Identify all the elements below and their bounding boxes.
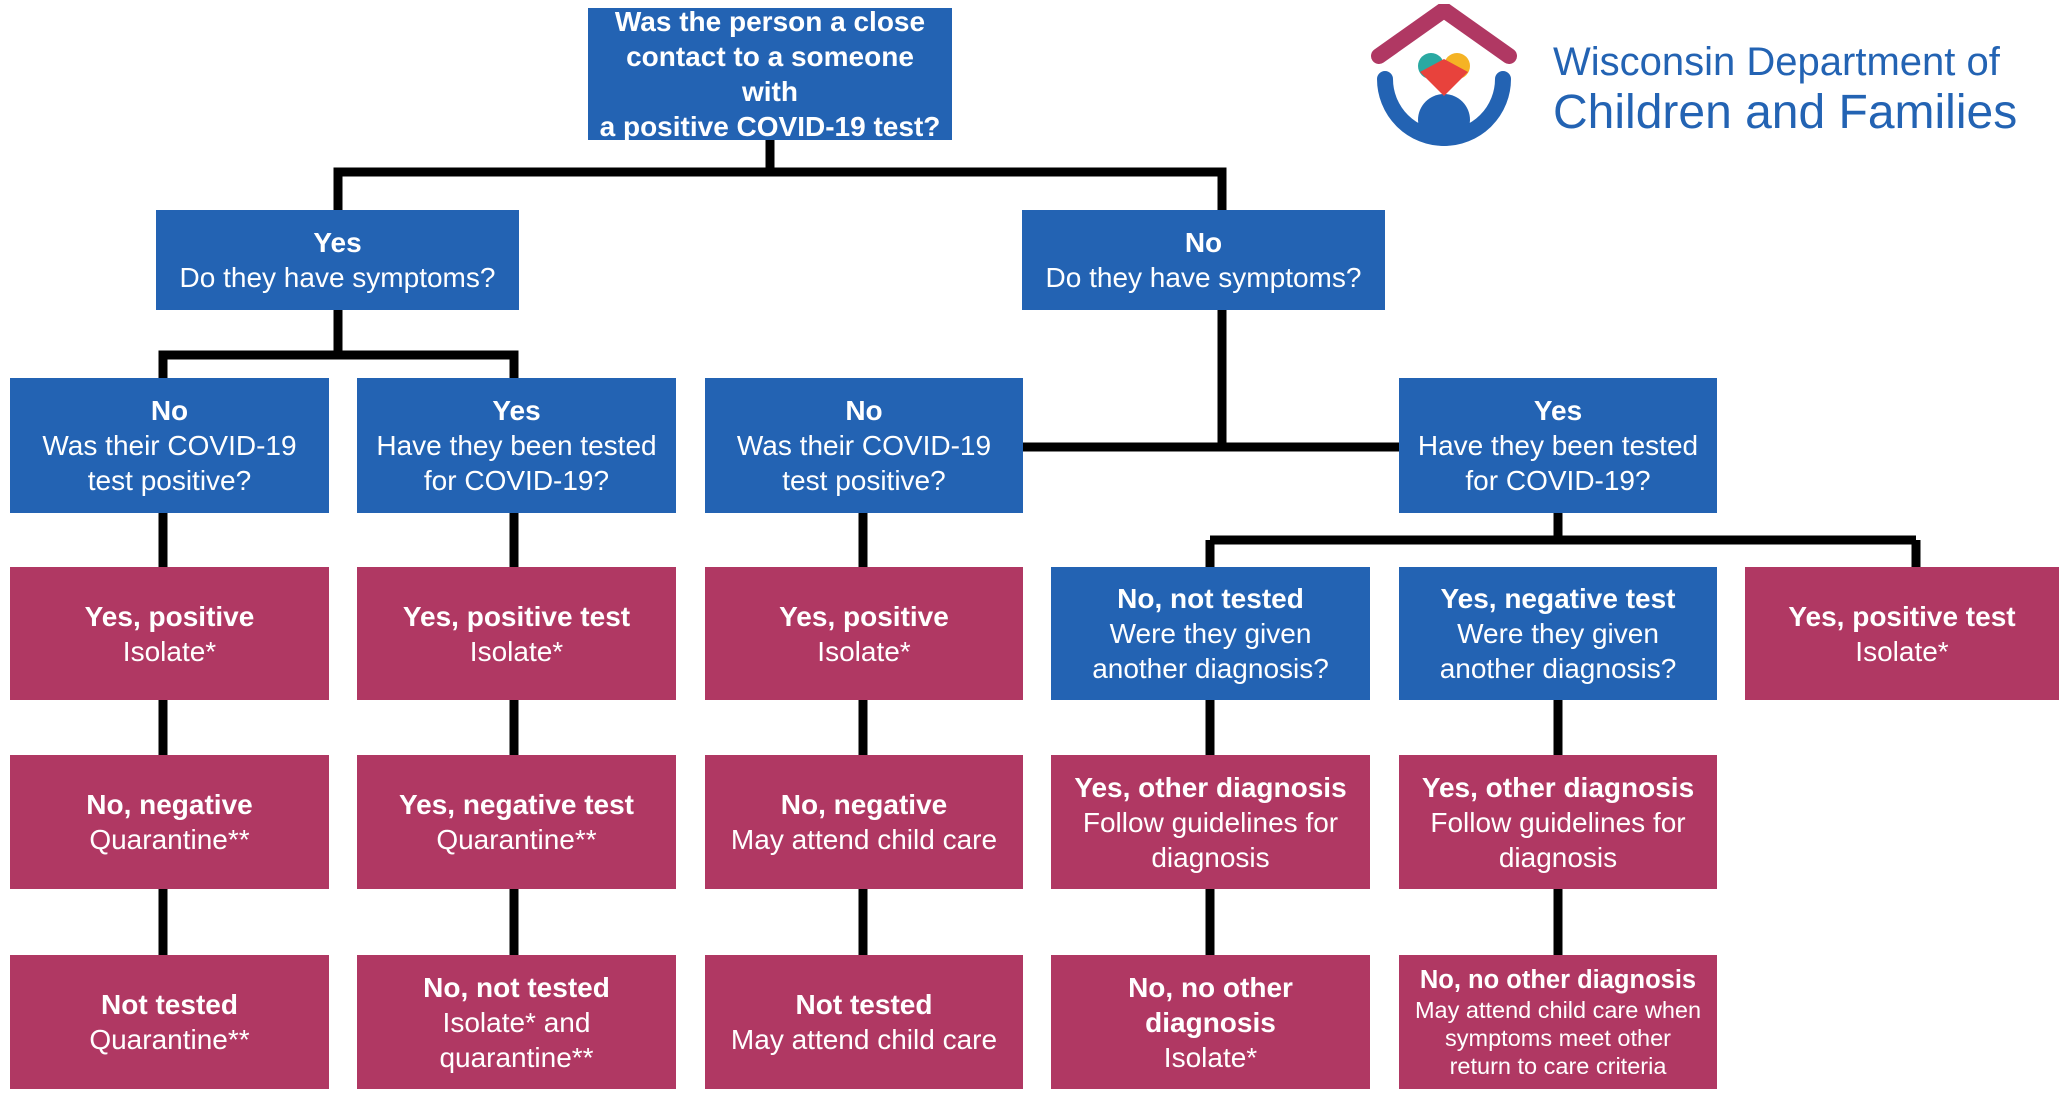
- node-head: Yes, other diagnosis: [1074, 771, 1347, 803]
- node-head: Yes, negative test: [398, 789, 634, 820]
- node-head: Yes: [313, 227, 362, 258]
- column2-outcome-not-tested: No, not tested Isolate* and quarantine**: [357, 955, 676, 1089]
- column4a-diagnosis-question: No, not tested Were they given another d…: [1051, 567, 1370, 700]
- node-line: for COVID-19?: [1465, 465, 1651, 496]
- node-head: Yes, positive test: [402, 600, 631, 632]
- node-head: No, not tested: [423, 971, 610, 1003]
- node-head: No: [845, 395, 883, 426]
- node-line: Isolate*: [469, 635, 564, 667]
- node-head: diagnosis: [1145, 1006, 1276, 1038]
- column1-outcome-positive: Yes, positive Isolate*: [10, 567, 329, 700]
- node-line: Quarantine**: [89, 1024, 250, 1055]
- column3-outcome-not-tested: Not tested May attend child care: [705, 955, 1023, 1089]
- node-line: Isolate*: [122, 635, 217, 667]
- node-line: diagnosis: [1151, 841, 1270, 873]
- column1-test-positive-question: No Was their COVID-19 test positive?: [10, 378, 329, 513]
- node-line: for COVID-19?: [423, 465, 610, 496]
- node-head: Yes, positive: [84, 600, 255, 632]
- node-line: Was their COVID-19: [42, 430, 297, 461]
- node-line: another diagnosis?: [1092, 653, 1329, 684]
- node-head: Yes, other diagnosis: [1421, 771, 1695, 803]
- node-line: May attend child care: [730, 824, 998, 855]
- column4-tested-question: Yes Have they been tested for COVID-19?: [1399, 378, 1717, 513]
- node-line: Follow guidelines for: [1430, 806, 1686, 838]
- title-line: contact to a someone with: [626, 41, 914, 107]
- node-line: Quarantine**: [89, 824, 250, 855]
- title-question-box: Was the person a close contact to a some…: [588, 6, 952, 142]
- node-line: test positive?: [87, 465, 252, 496]
- node-head: No, negative: [86, 789, 253, 820]
- node-line: symptoms meet other: [1445, 1024, 1671, 1051]
- column4b-outcome-other-diagnosis: Yes, other diagnosis Follow guidelines f…: [1399, 755, 1717, 889]
- node-head: No, no other diagnosis: [1419, 965, 1697, 994]
- column3-outcome-negative: No, negative May attend child care: [705, 755, 1023, 889]
- node-line: test positive?: [782, 465, 946, 496]
- node-head: No: [150, 395, 189, 426]
- logo-line-1: Wisconsin Department of: [1553, 40, 2000, 84]
- node-line: Isolate*: [1163, 1041, 1258, 1073]
- node-line: Was their COVID-19: [736, 430, 992, 461]
- node-head: Not tested: [101, 989, 238, 1020]
- column4a-outcome-no-other-diagnosis: No, no other diagnosis Isolate*: [1051, 955, 1370, 1089]
- node-line: Quarantine**: [436, 824, 597, 855]
- column2-tested-question: Yes Have they been tested for COVID-19?: [357, 378, 676, 513]
- no-symptoms-question: No Do they have symptoms?: [1022, 210, 1385, 310]
- column3-test-positive-question: No Was their COVID-19 test positive?: [705, 378, 1023, 513]
- column4b-outcome-no-other-diagnosis: No, no other diagnosis May attend child …: [1399, 955, 1717, 1089]
- node-line: Follow guidelines for: [1082, 806, 1339, 838]
- node-line: Do they have symptoms?: [1045, 262, 1362, 293]
- column2-outcome-positive: Yes, positive test Isolate*: [357, 567, 676, 700]
- node-line: May attend child care: [730, 1024, 998, 1055]
- node-line: another diagnosis?: [1439, 653, 1677, 684]
- yes-symptoms-question: Yes Do they have symptoms?: [156, 210, 519, 310]
- title-line: Was the person a close: [614, 6, 926, 37]
- node-head: Yes, positive: [779, 600, 949, 632]
- dcf-logo: Wisconsin Department of Children and Fam…: [1365, 4, 2025, 164]
- node-line: return to care criteria: [1449, 1052, 1667, 1079]
- node-line: Have they been tested: [376, 430, 657, 461]
- node-head: Yes: [1533, 395, 1583, 426]
- node-head: Yes, negative test: [1440, 583, 1676, 614]
- node-head: Not tested: [795, 989, 933, 1020]
- node-line: diagnosis: [1498, 841, 1618, 873]
- node-line: Isolate* and: [442, 1006, 591, 1038]
- node-head: Yes: [492, 395, 541, 426]
- column4a-outcome-other-diagnosis: Yes, other diagnosis Follow guidelines f…: [1051, 755, 1370, 889]
- node-head: No, negative: [780, 789, 948, 820]
- node-head: No, not tested: [1117, 583, 1304, 614]
- logo-line-2: Children and Families: [1553, 86, 2018, 139]
- node-line: Do they have symptoms?: [179, 262, 496, 293]
- node-line: Isolate*: [1855, 635, 1949, 667]
- column4b-diagnosis-question: Yes, negative test Were they given anoth…: [1399, 567, 1717, 700]
- column4c-outcome-positive: Yes, positive test Isolate*: [1745, 567, 2059, 700]
- node-head: Yes, positive test: [1788, 600, 2016, 632]
- node-line: May attend child care when: [1414, 996, 1702, 1023]
- node-line: Have they been tested: [1417, 430, 1699, 461]
- node-line: Were they given: [1457, 618, 1659, 649]
- node-head: No: [1184, 227, 1223, 258]
- node-head: No, no other: [1128, 971, 1293, 1003]
- column3-outcome-positive: Yes, positive Isolate*: [705, 567, 1023, 700]
- column2-outcome-negative: Yes, negative test Quarantine**: [357, 755, 676, 889]
- node-line: quarantine**: [439, 1041, 594, 1073]
- node-line: Were they given: [1109, 618, 1312, 649]
- column1-outcome-negative: No, negative Quarantine**: [10, 755, 329, 889]
- title-line: a positive COVID-19 test?: [599, 111, 941, 142]
- dcf-logo-mark: [1371, 4, 1517, 146]
- column1-outcome-not-tested: Not tested Quarantine**: [10, 955, 329, 1089]
- node-line: Isolate*: [817, 635, 911, 667]
